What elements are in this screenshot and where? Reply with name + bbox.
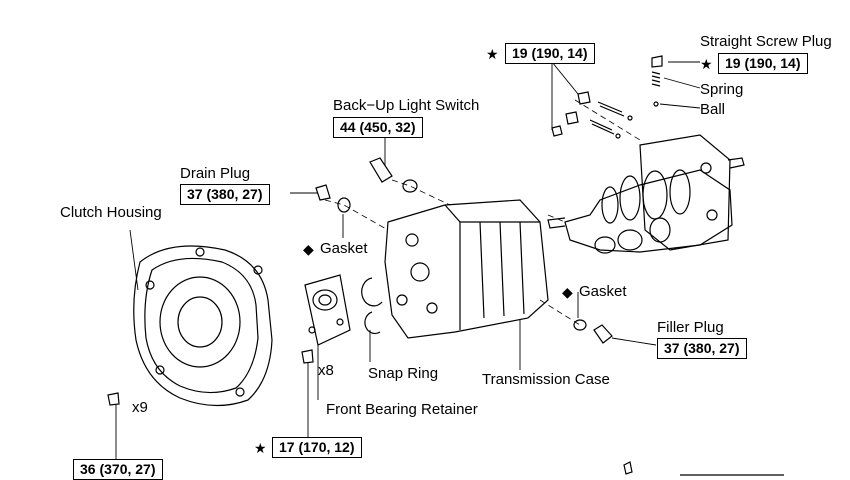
transmission-case-part <box>384 199 549 339</box>
label-transmission-case: Transmission Case <box>482 371 610 388</box>
clutch-housing-part <box>133 245 273 407</box>
filler-plug-part <box>573 319 613 344</box>
label-drain-plug: Drain Plug <box>180 165 251 182</box>
diamond-mark: ◆ <box>562 284 573 300</box>
label-snap-ring: Snap Ring <box>368 365 439 382</box>
snap-ring-part <box>361 277 383 335</box>
label-filler-plug: Filler Plug <box>657 319 724 336</box>
label-back-up-light-switch: Back−Up Light Switch <box>333 97 480 114</box>
torque-box-housing-bolt: 36 (370, 27) <box>73 459 163 480</box>
torque-box-screw-plug: 19 (190, 14) <box>718 53 808 74</box>
back-up-light-switch-part <box>369 157 418 193</box>
drain-plug-part <box>315 184 351 213</box>
star-mark: ★ <box>486 46 499 62</box>
star-mark: ★ <box>254 440 267 456</box>
label-x9: x9 <box>132 399 148 416</box>
label-gasket-right: Gasket <box>579 283 627 300</box>
torque-box-drain-plug: 37 (380, 27) <box>180 184 270 205</box>
torque-box-top: 19 (190, 14) <box>505 43 595 64</box>
label-x8: x8 <box>318 362 334 379</box>
label-spring: Spring <box>700 81 744 98</box>
bolt-parts <box>107 349 633 475</box>
label-ball: Ball <box>700 101 726 118</box>
label-clutch-housing: Clutch Housing <box>60 204 162 221</box>
torque-box-retainer-bolt: 17 (170, 12) <box>272 437 362 458</box>
torque-box-filler-plug: 37 (380, 27) <box>657 338 747 359</box>
screw-plug-set-part <box>551 55 663 139</box>
label-straight-screw-plug: Straight Screw Plug <box>700 33 832 50</box>
torque-box-back-up-switch: 44 (450, 32) <box>333 117 423 138</box>
gear-assembly-part <box>547 134 745 254</box>
diamond-mark: ◆ <box>303 241 314 257</box>
label-front-bearing-retainer: Front Bearing Retainer <box>326 401 478 418</box>
star-mark: ★ <box>700 56 713 72</box>
leader-lines <box>115 61 701 460</box>
assembly-lines <box>324 99 641 326</box>
label-gasket-left: Gasket <box>320 240 368 257</box>
front-bearing-retainer-part <box>304 274 351 346</box>
